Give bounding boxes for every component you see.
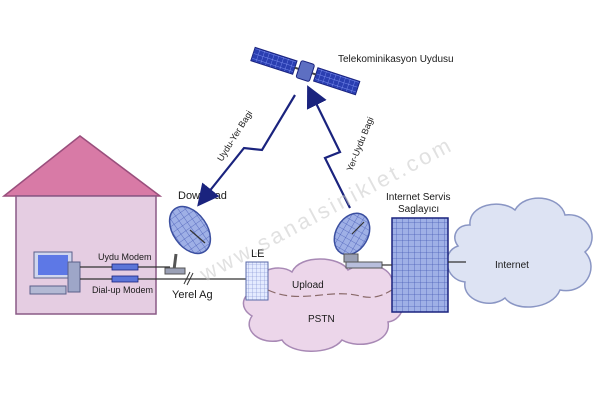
download-label: Download xyxy=(178,190,227,202)
lan-label: Yerel Ag xyxy=(172,289,213,301)
house-roof xyxy=(1,135,163,197)
satellite-modem-label: Uydu Modem xyxy=(98,252,152,262)
local-exchange: LE xyxy=(245,248,269,301)
house-cables xyxy=(80,266,246,280)
uplink-arrow xyxy=(306,85,351,209)
lan-tick-2 xyxy=(186,272,194,286)
satellite-icon xyxy=(250,46,361,96)
computer-icon xyxy=(29,251,81,295)
downlink-arrow xyxy=(197,94,296,207)
internet-label: Internet xyxy=(495,260,529,271)
isp-satellite-dish xyxy=(333,212,392,269)
upload-label: Upload xyxy=(292,280,324,291)
lan-tick xyxy=(183,271,191,285)
local-exchange-label: LE xyxy=(251,248,264,260)
isp-building: Internet Servis Saglayıcı xyxy=(386,192,450,313)
isp-label-line2: Saglayıcı xyxy=(398,204,439,215)
downlink-label: Uydu-Yer Bagi xyxy=(215,109,254,163)
upload-path xyxy=(267,289,393,298)
home-satellite-dish xyxy=(164,205,212,275)
pstn-label: PSTN xyxy=(308,314,335,325)
pstn-cloud: PSTN Upload xyxy=(242,258,404,352)
internet-cloud: Internet xyxy=(446,197,593,308)
dialup-modem-label: Dial-up Modem xyxy=(92,285,153,295)
satellite-label: Telekominikasyon Uydusu xyxy=(338,54,454,65)
isp-label-line1: Internet Servis xyxy=(386,192,450,203)
uplink-label: Yer-Uydu Bagi xyxy=(345,116,376,173)
